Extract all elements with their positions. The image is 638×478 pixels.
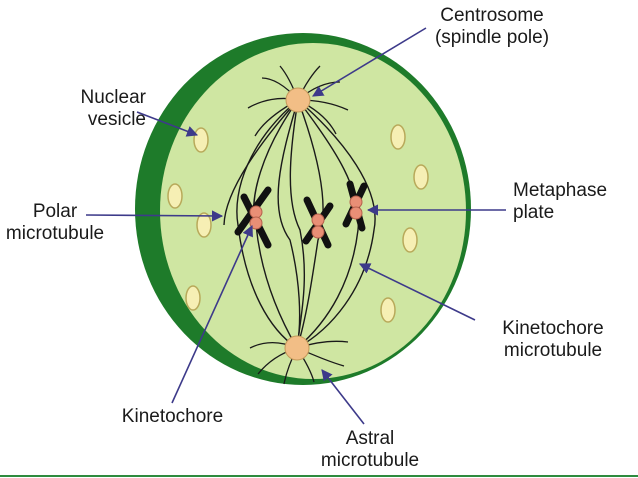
centrosome-top bbox=[285, 87, 311, 113]
kinetochore-dot bbox=[249, 216, 263, 230]
nuclear-vesicle bbox=[390, 124, 406, 150]
label-kinetochore: Kinetochore bbox=[100, 406, 245, 428]
label-polar-microtubule: Polar microtubule bbox=[0, 201, 110, 245]
kinetochore-dot bbox=[349, 206, 363, 220]
kinetochores-middle bbox=[311, 213, 325, 239]
leader-centrosome bbox=[312, 27, 427, 97]
label-centrosome: Centrosome (spindle pole) bbox=[412, 5, 572, 49]
nuclear-vesicle bbox=[193, 127, 209, 153]
label-metaphase-plate: Metaphase plate bbox=[513, 180, 633, 224]
nuclear-vesicles bbox=[167, 124, 429, 323]
leader-kinetochore-microtubule bbox=[358, 263, 476, 321]
kinetochore-dot bbox=[311, 213, 325, 227]
label-nuclear-vesicle-line2: vesicle bbox=[87, 109, 146, 130]
nuclear-vesicle bbox=[380, 297, 396, 323]
label-nuclear-vesicle: Nuclear vesicle bbox=[40, 87, 146, 131]
label-polar-microtubule-line1: Polar bbox=[32, 201, 78, 222]
label-metaphase-plate-line2: plate bbox=[513, 202, 555, 223]
kinetochores-left bbox=[249, 205, 263, 230]
label-kinetochore-line1: Kinetochore bbox=[121, 406, 224, 427]
label-polar-microtubule-line2: microtubule bbox=[5, 223, 105, 244]
label-kinetochore-microtubule-line1: Kinetochore bbox=[502, 318, 604, 339]
label-centrosome-line2: (spindle pole) bbox=[434, 27, 550, 48]
label-centrosome-line1: Centrosome bbox=[440, 5, 544, 26]
nuclear-vesicle bbox=[167, 183, 183, 209]
nuclear-vesicle bbox=[402, 227, 418, 253]
label-nuclear-vesicle-line1: Nuclear bbox=[80, 87, 146, 108]
kinetochore-dot bbox=[349, 195, 363, 209]
label-astral-microtubule: Astral microtubule bbox=[300, 428, 440, 472]
spindle-microtubules bbox=[223, 99, 376, 349]
kinetochores-right bbox=[349, 195, 363, 220]
label-astral-microtubule-line2: microtubule bbox=[320, 450, 420, 471]
nuclear-vesicle bbox=[413, 164, 429, 190]
kinetochore-dot bbox=[311, 225, 325, 239]
label-kinetochore-microtubule-line2: microtubule bbox=[503, 340, 603, 361]
leader-astral-microtubule bbox=[321, 369, 365, 425]
label-metaphase-plate-line1: Metaphase bbox=[513, 180, 608, 201]
nuclear-vesicle bbox=[196, 212, 212, 238]
leader-lines bbox=[85, 27, 506, 425]
label-astral-microtubule-line1: Astral bbox=[345, 428, 395, 449]
leader-polar-microtubule bbox=[85, 210, 224, 222]
label-kinetochore-microtubule: Kinetochore microtubule bbox=[468, 318, 638, 362]
leader-kinetochore bbox=[171, 224, 253, 404]
centrosome-bottom bbox=[284, 335, 310, 361]
leader-nuclear-vesicle bbox=[136, 111, 199, 137]
kinetochore-dot bbox=[249, 205, 263, 219]
nuclear-vesicle bbox=[185, 285, 201, 311]
